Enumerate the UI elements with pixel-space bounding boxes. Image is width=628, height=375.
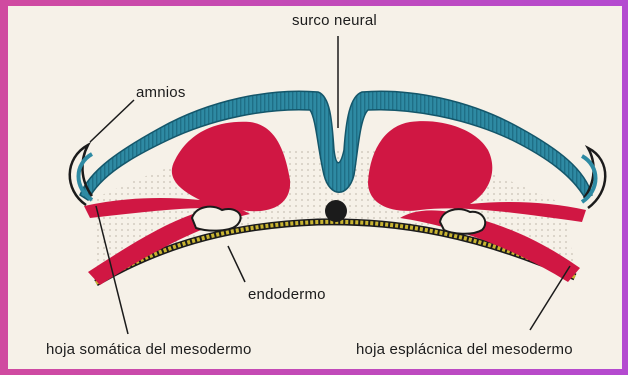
- label-hoja-somatica: hoja somática del mesodermo: [46, 341, 252, 358]
- leader-amnios: [90, 100, 134, 142]
- somatic-mesoderm-right: [368, 121, 586, 222]
- label-endodermo: endodermo: [248, 286, 326, 303]
- notochord: [325, 200, 347, 222]
- label-hoja-esplacnica: hoja esplácnica del mesodermo: [356, 341, 573, 358]
- leader-hoja-esplacnica: [530, 266, 570, 330]
- leader-endodermo: [228, 246, 245, 282]
- label-surco-neural: surco neural: [292, 12, 377, 29]
- label-amnios: amnios: [136, 84, 186, 101]
- coelom-right: [440, 209, 485, 234]
- coelom-left: [192, 207, 241, 231]
